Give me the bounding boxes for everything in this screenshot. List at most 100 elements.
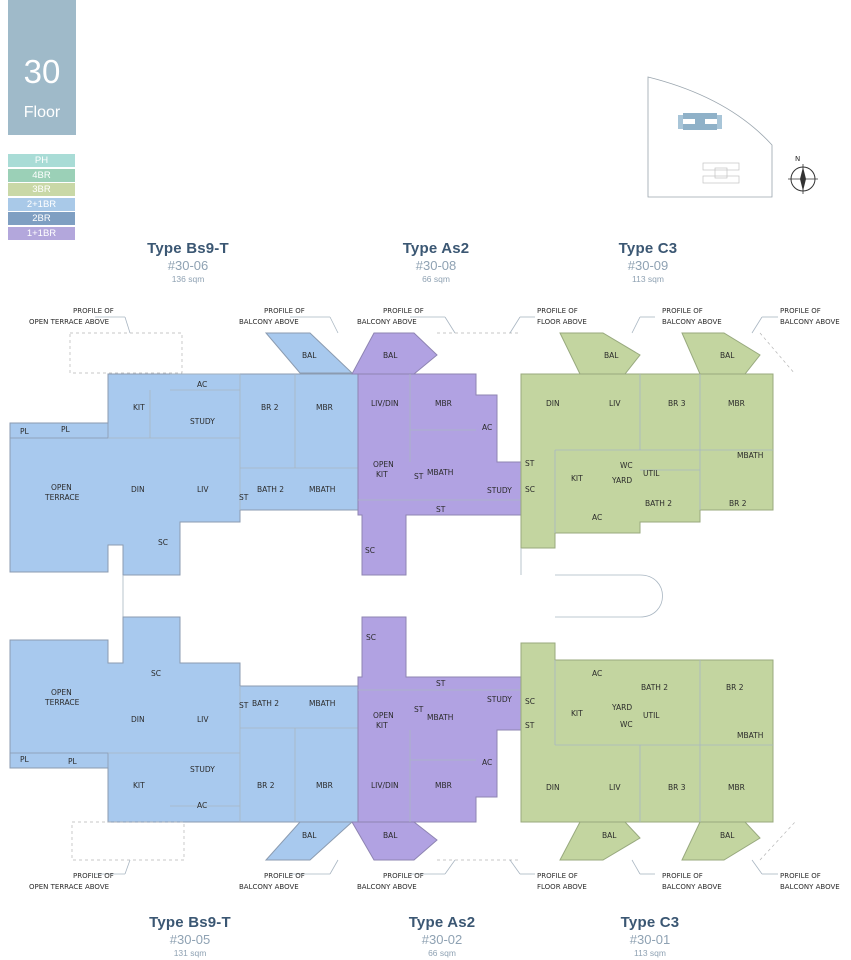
unit-type: Type Bs9-T — [149, 914, 231, 931]
leader-lines-bottom — [95, 859, 778, 875]
unit-number: #30-05 — [169, 932, 211, 947]
room-liv: LIV — [197, 485, 209, 494]
room-pl: PL — [68, 757, 78, 766]
profile-label-line1: PROFILE OF — [383, 307, 424, 315]
room-sc: SC — [151, 669, 161, 678]
profile-label-line2: BALCONY ABOVE — [357, 318, 417, 326]
legend-1plus1br: 1+1BR — [8, 226, 75, 240]
room-sc: SC — [365, 546, 375, 555]
room-br2: BR 2 — [726, 683, 744, 692]
room-bal: BAL — [720, 831, 735, 840]
room-din: DIN — [131, 715, 145, 724]
unit-30-08-plan — [351, 332, 522, 576]
key-plan-highlighted-block — [678, 113, 722, 130]
room-sc: SC — [525, 485, 535, 494]
unit-area: 66 sqm — [422, 274, 450, 284]
room-kit: KIT — [571, 474, 583, 483]
profile-label-line2: OPEN TERRACE ABOVE — [29, 318, 109, 326]
room-kit: KIT — [376, 470, 388, 479]
unit-number: #30-01 — [629, 932, 671, 947]
room-liv: LIV — [609, 399, 621, 408]
profile-label-line1: PROFILE OF — [780, 872, 821, 880]
compass-icon: N — [788, 155, 818, 194]
room-mbath: MBATH — [427, 468, 453, 477]
room-liv: LIV — [609, 783, 621, 792]
room-st: ST — [436, 679, 446, 688]
floor-number: 30 — [23, 53, 61, 90]
profile-label-line1: PROFILE OF — [662, 872, 703, 880]
room-kit: KIT — [133, 781, 145, 790]
room-bath2: BATH 2 — [252, 699, 279, 708]
room-pl: PL — [61, 425, 71, 434]
room-st: ST — [436, 505, 446, 514]
room-yard: YARD — [611, 703, 632, 712]
room-ac: AC — [197, 801, 207, 810]
room-bal: BAL — [604, 351, 619, 360]
room-study: STUDY — [190, 417, 215, 426]
room-mbr: MBR — [435, 399, 452, 408]
room-mbath: MBATH — [737, 731, 763, 740]
unit-type-legend: PH 4BR 3BR 2+1BR 2BR 1+1BR — [8, 154, 75, 241]
unit-type: Type C3 — [620, 914, 680, 931]
room-br2: BR 2 — [261, 403, 279, 412]
room-pl: PL — [20, 427, 30, 436]
room-open: OPEN — [51, 688, 72, 697]
room-mbr: MBR — [316, 403, 333, 412]
profile-label-line2: FLOOR ABOVE — [537, 318, 587, 326]
unit-header-bottom-bs9: Type Bs9-T #30-05 131 sqm — [110, 914, 270, 958]
room-study: STUDY — [190, 765, 215, 774]
room-terrace: TERRACE — [44, 493, 80, 502]
legend-2plus1br: 2+1BR — [8, 197, 75, 211]
room-st: ST — [525, 459, 535, 468]
room-ac: AC — [592, 669, 602, 678]
unit-type: Type Bs9-T — [147, 240, 229, 257]
room-mbr: MBR — [316, 781, 333, 790]
profile-label-line2: OPEN TERRACE ABOVE — [29, 883, 109, 891]
room-mbath: MBATH — [309, 699, 335, 708]
room-kit: KIT — [133, 403, 145, 412]
room-livdin: LIV/DIN — [371, 781, 399, 790]
room-ac: AC — [482, 423, 492, 432]
profile-label-line2: BALCONY ABOVE — [357, 883, 417, 891]
key-plan — [647, 76, 773, 198]
room-wc: WC — [620, 720, 633, 729]
unit-header-top-as2: Type As2 #30-08 66 sqm — [356, 240, 516, 284]
legend-3br: 3BR — [8, 183, 75, 196]
unit-type: Type As2 — [402, 240, 470, 257]
room-liv: LIV — [197, 715, 209, 724]
unit-type: Type As2 — [408, 914, 476, 931]
room-ac: AC — [197, 380, 207, 389]
profile-label-line1: PROFILE OF — [662, 307, 703, 315]
profile-label-line1: PROFILE OF — [537, 872, 578, 880]
room-mbath: MBATH — [427, 713, 453, 722]
unit-area: 66 sqm — [428, 948, 456, 958]
room-yard: YARD — [611, 476, 632, 485]
room-open: OPEN — [51, 483, 72, 492]
room-mbath: MBATH — [309, 485, 335, 494]
unit-type: Type C3 — [618, 240, 678, 257]
room-br3: BR 3 — [668, 783, 686, 792]
room-din: DIN — [546, 783, 560, 792]
profile-outlines — [69, 332, 796, 861]
unit-30-01-plan — [520, 642, 774, 861]
key-plan-other-block — [702, 162, 740, 184]
room-util: UTIL — [643, 711, 660, 720]
room-kit: KIT — [376, 721, 388, 730]
room-open: OPEN — [373, 460, 394, 469]
room-br2: BR 2 — [729, 499, 747, 508]
room-bal: BAL — [383, 351, 398, 360]
room-din: DIN — [131, 485, 145, 494]
leader-lines-top — [95, 316, 778, 334]
room-din: DIN — [546, 399, 560, 408]
room-open: OPEN — [373, 711, 394, 720]
room-pl: PL — [20, 755, 30, 764]
unit-header-bottom-as2: Type As2 #30-02 66 sqm — [362, 914, 522, 958]
profile-label-line2: BALCONY ABOVE — [239, 883, 299, 891]
profile-label-line2: BALCONY ABOVE — [780, 883, 840, 891]
room-mbath: MBATH — [737, 451, 763, 460]
room-livdin: LIV/DIN — [371, 399, 399, 408]
room-st: ST — [525, 721, 535, 730]
room-bal: BAL — [720, 351, 735, 360]
room-kit: KIT — [571, 709, 583, 718]
